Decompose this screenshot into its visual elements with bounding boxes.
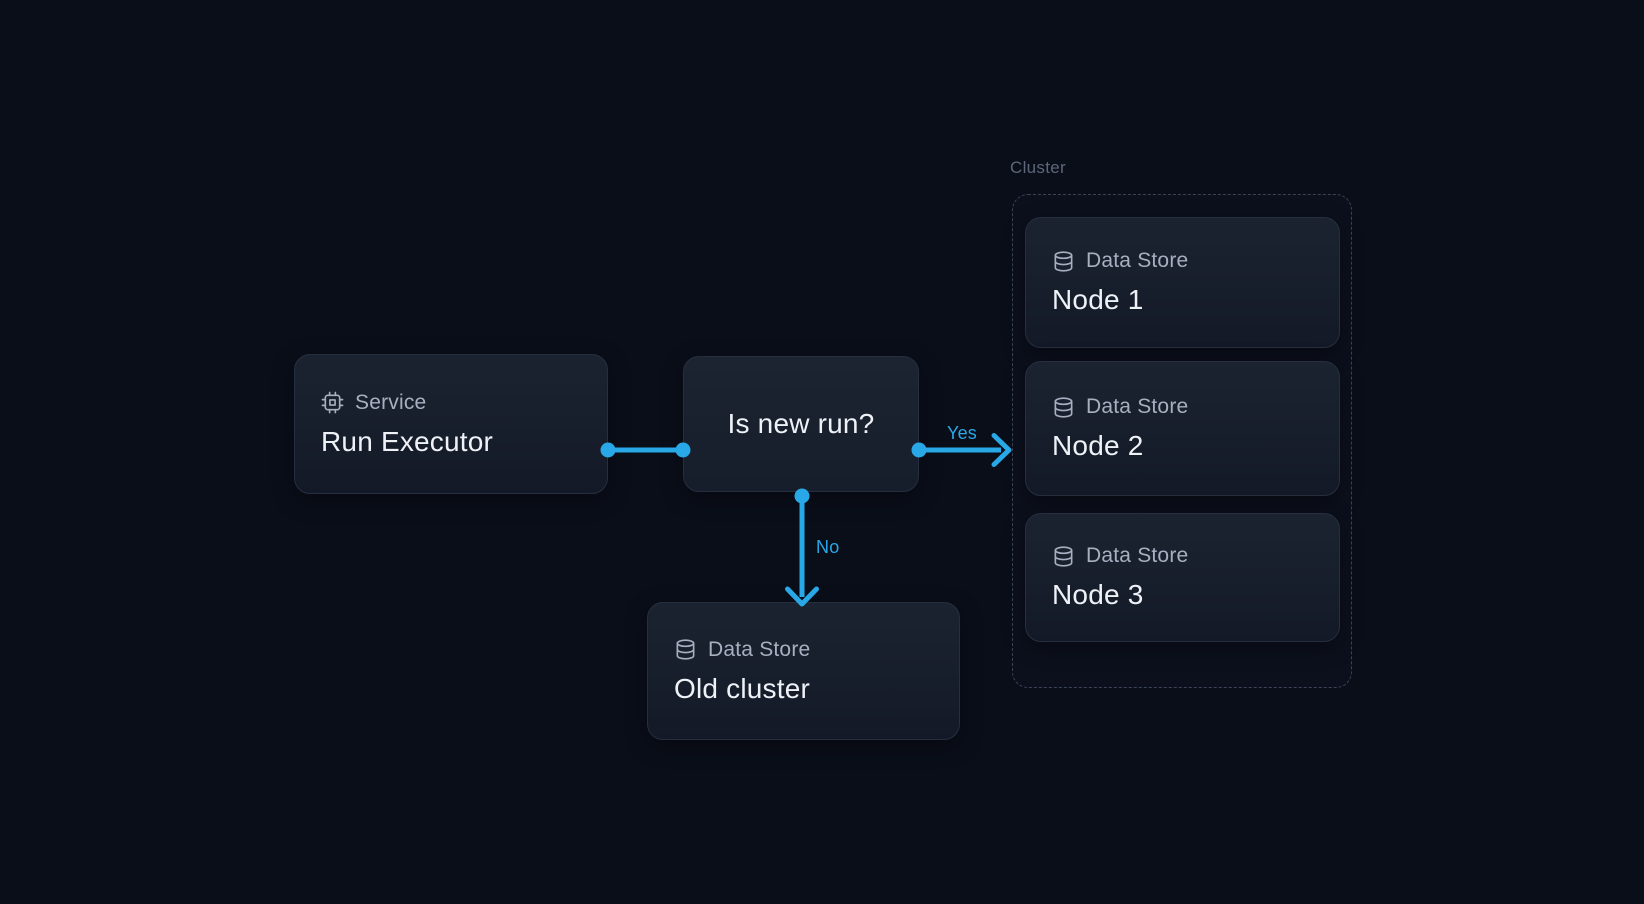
node-type-label: Data Store [1086,249,1189,272]
datastore-label-row: Data Store [1052,249,1323,273]
database-icon [1052,545,1075,568]
node-is-new-run[interactable]: Is new run? [683,356,919,492]
node-title: Node 3 [1052,579,1144,610]
node-old-cluster[interactable]: Data Store Old cluster [647,602,960,740]
arrowhead-right-icon [991,433,1012,467]
node-type-label: Service [355,390,427,414]
node-title: Run Executor [321,425,494,457]
node-cluster-node-1[interactable]: Data Store Node 1 [1025,217,1340,348]
edge-label-yes: Yes [947,423,977,443]
node-cluster-node-3[interactable]: Data Store Node 3 [1025,513,1340,642]
node-title: Node 1 [1052,284,1144,315]
datastore-label-row: Data Store [674,638,943,662]
node-type-label: Data Store [1086,395,1189,418]
database-icon [1052,250,1075,273]
datastore-label-row: Data Store [1052,395,1323,419]
node-type-label: Data Store [708,637,811,661]
datastore-label-row: Data Store [1052,544,1323,568]
cpu-icon [321,391,344,414]
edge-label-no: No [816,537,840,557]
node-title: Is new run? [727,408,875,439]
node-type-label: Data Store [1086,544,1189,567]
node-title: Node 2 [1052,430,1144,461]
cluster-group-label: Cluster [1010,158,1066,177]
node-title: Old cluster [674,672,811,704]
database-icon [1052,396,1075,419]
service-label-row: Service [321,391,591,415]
database-icon [674,638,697,661]
node-run-executor[interactable]: Service Run Executor [294,354,608,494]
node-cluster-node-2[interactable]: Data Store Node 2 [1025,361,1340,496]
